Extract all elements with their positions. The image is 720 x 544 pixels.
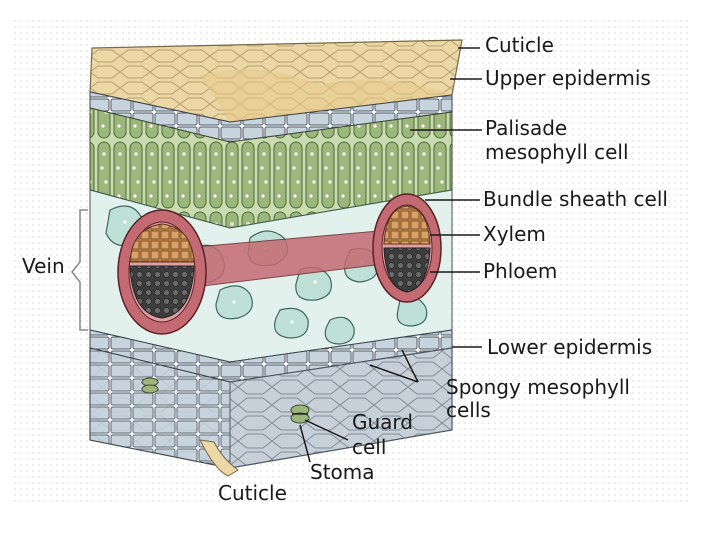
label-palisade-line2: mesophyll cell	[485, 140, 629, 164]
label-guard-line2: cell	[352, 435, 387, 459]
label-vein: Vein	[22, 254, 65, 278]
label-bundle-sheath: Bundle sheath cell	[483, 187, 668, 211]
vein-left	[117, 209, 207, 335]
cuticle-bottom-flap	[199, 439, 239, 477]
stoma-guard-cells	[141, 377, 310, 424]
label-xylem: Xylem	[483, 222, 546, 246]
label-guard-line1: Guard	[352, 410, 413, 434]
label-upper-epidermis: Upper epidermis	[485, 66, 651, 90]
vein-right	[372, 193, 442, 303]
vein-bracket	[71, 209, 88, 331]
label-stoma: Stoma	[310, 460, 375, 484]
label-spongy-line2: cells	[446, 398, 491, 422]
leader-lines	[299, 47, 482, 463]
label-spongy-line1: Spongy mesophyll	[446, 375, 630, 399]
label-lower-epidermis: Lower epidermis	[487, 335, 653, 359]
label-phloem: Phloem	[483, 259, 558, 283]
label-palisade-line1: Palisade	[485, 116, 568, 140]
label-cuticle-bottom: Cuticle	[218, 481, 287, 505]
label-cuticle-top: Cuticle	[485, 33, 554, 57]
